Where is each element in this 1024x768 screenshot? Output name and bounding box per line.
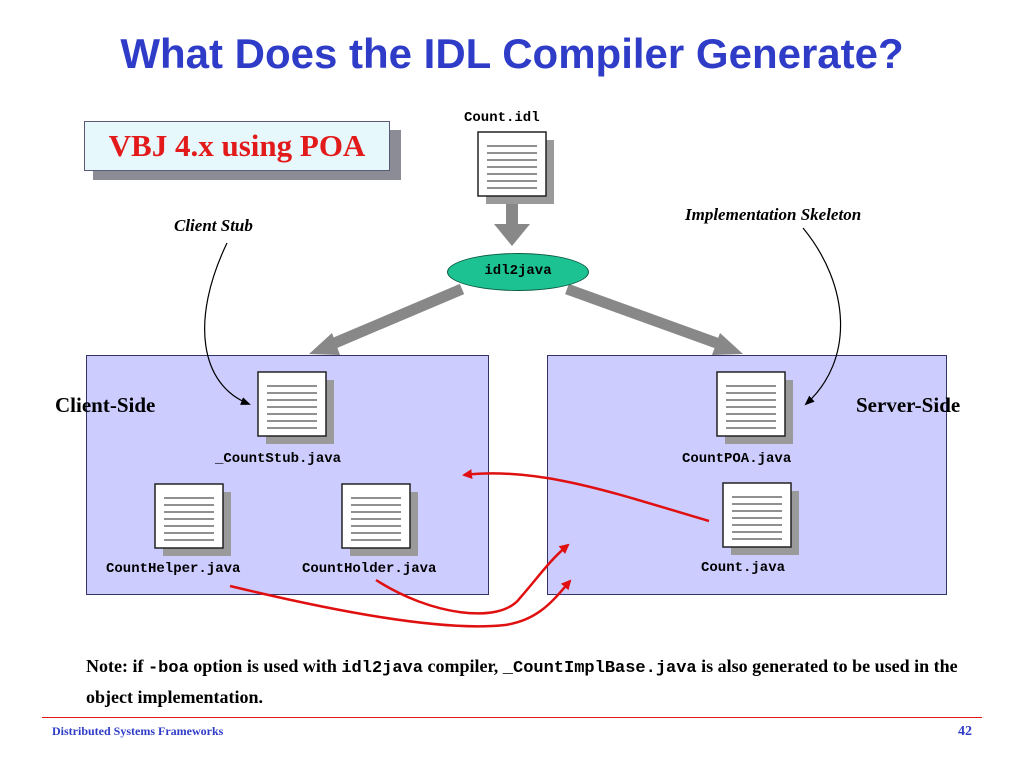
holder-to-server-arrow [375,543,570,615]
note-code: -boa [147,659,189,678]
helper-to-server-arrow [229,579,572,628]
count-to-client-arrow [462,469,710,523]
footer-course-title: Distributed Systems Frameworks [52,724,224,738]
idl2java-compiler-node: idl2java [447,253,589,291]
counthelper-file-label: CountHelper.java [106,561,241,577]
client-stub-pointer [204,242,251,405]
implementation-skeleton-annotation: Implementation Skeleton [685,205,862,224]
count-java-file-label: Count.java [701,560,786,576]
counthelper-document-icon [154,483,232,557]
note-code: idl2java [341,659,423,678]
note-code: _CountImplBase.java [502,659,697,678]
note-text: is also generated to be used in the obje… [86,656,958,707]
footer-divider [42,717,982,718]
countholder-file-label: CountHolder.java [302,561,437,577]
slide-title: What Does the IDL Compiler Generate? [120,30,904,77]
note-text: option is used with [188,656,342,676]
idl-to-compiler-arrow [494,204,530,246]
countstub-file-label: _CountStub.java [215,451,342,467]
compiler-to-server-arrow [565,283,743,355]
countpoa-document-icon [716,371,794,445]
page-number: 42 [958,724,972,739]
client-side-label: Client-Side [55,393,156,417]
compiler-to-client-arrow [309,283,465,355]
countstub-document-icon [257,371,335,445]
server-side-label: Server-Side [856,393,961,417]
count-idl-document-icon [477,131,555,205]
boa-note: Note: if -boa option is used with idl2ja… [86,652,966,711]
skeleton-pointer [802,227,842,406]
countholder-document-icon [341,483,419,557]
note-text: compiler, [422,656,503,676]
note-text: Note: if [86,656,148,676]
countpoa-file-label: CountPOA.java [682,451,792,467]
vbj-badge: VBJ 4.x using POA [84,121,390,171]
count-idl-label: Count.idl [464,110,540,126]
client-stub-annotation: Client Stub [174,216,253,235]
count-java-document-icon [722,482,800,556]
